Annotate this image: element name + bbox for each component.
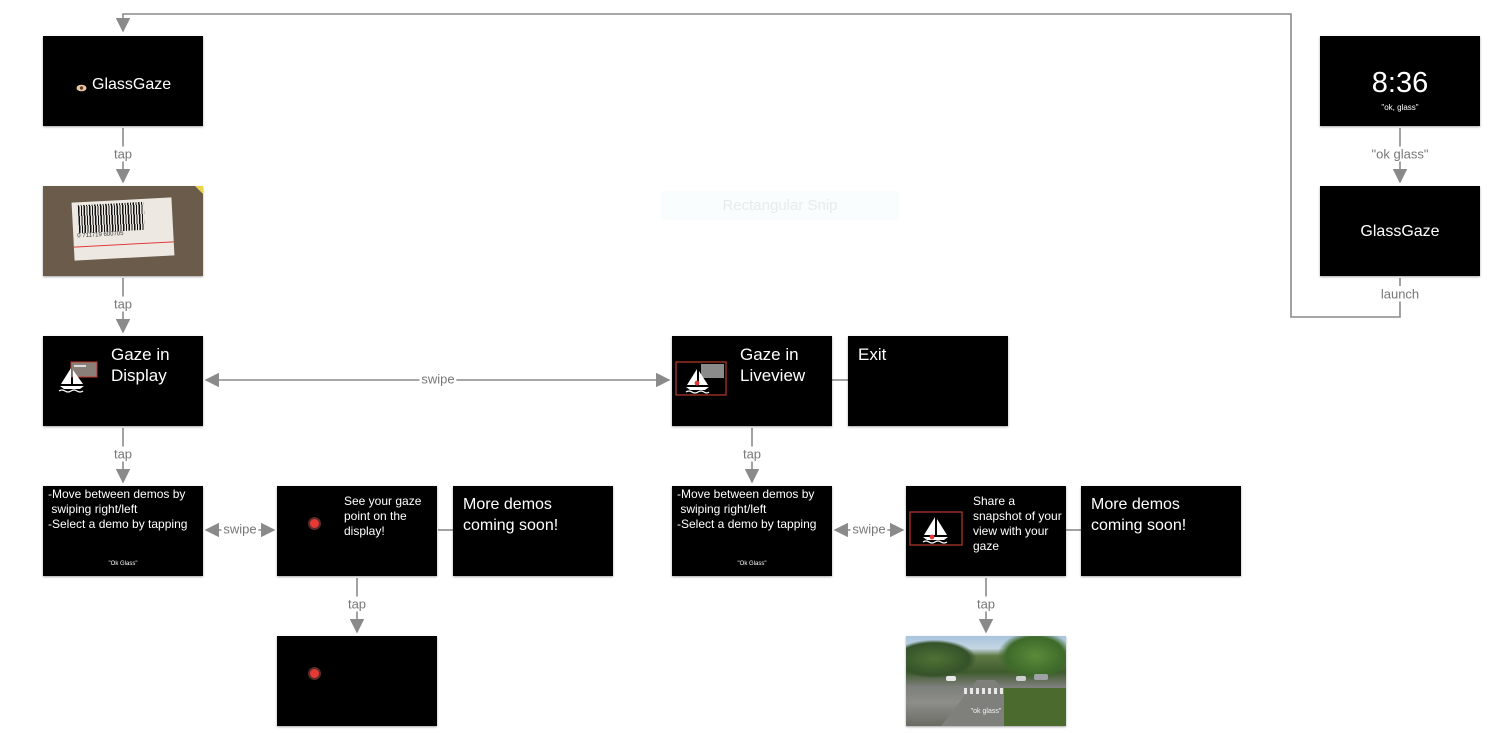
edge-label-tap: tap — [974, 596, 998, 612]
tree-cluster-right — [998, 636, 1066, 680]
instructions-line-1: -Move between demos by — [48, 487, 186, 501]
more-demos-text-right: More demos coming soon! — [1091, 496, 1187, 534]
glassgaze-app-card: GlassGaze — [43, 36, 203, 126]
street-snapshot-card: "ok glass" — [906, 636, 1066, 726]
edge-label-swipe: swipe — [419, 371, 457, 387]
instructions-line-2: swiping right/left — [48, 502, 138, 516]
instructions-line-3: -Select a demo by tapping — [48, 517, 188, 531]
corner-fold — [195, 186, 203, 194]
edge-label-swipe: swipe — [850, 521, 888, 537]
parked-car — [1016, 676, 1026, 681]
launcher-title: GlassGaze — [1360, 223, 1440, 240]
launcher-card[interactable]: GlassGaze — [1320, 186, 1480, 276]
scan-line — [73, 241, 174, 248]
instructions-card-right: -Move between demos by swiping right/lef… — [672, 486, 832, 576]
gaze-in-liveview-card[interactable]: Gaze in Liveview — [672, 336, 832, 426]
see-gaze-text: See your gaze point on the display! — [344, 494, 422, 538]
more-demos-card-right: More demos coming soon! — [1081, 486, 1241, 576]
ok-glass-hint: "Ok Glass" — [737, 561, 767, 567]
app-title: GlassGaze — [92, 76, 172, 93]
exit-card[interactable]: Exit — [848, 336, 1008, 426]
parked-car — [946, 676, 956, 681]
more-demos-text-left: More demos coming soon! — [463, 496, 559, 534]
gaze-in-liveview-title: Gaze in Liveview — [740, 345, 806, 385]
clock-time: 8:36 — [1371, 67, 1429, 99]
gaze-point-display-card — [277, 636, 437, 726]
sailboat-snapshot-icon — [909, 511, 963, 552]
instructions-card-left: -Move between demos by swiping right/lef… — [43, 486, 203, 576]
exit-label: Exit — [858, 345, 887, 364]
instructions-line-2: swiping right/left — [677, 502, 767, 516]
instructions-line-1: -Move between demos by — [677, 487, 815, 501]
barcode-scan-card: 0 711719 600705 — [43, 186, 203, 276]
edge-label-swipe: swipe — [221, 521, 259, 537]
launch-return-connector — [115, 13, 1401, 318]
gaze-in-display-title: Gaze in Display — [111, 345, 170, 385]
rectangular-snip-overlay: Rectangular Snip — [661, 191, 899, 220]
crosswalk — [964, 688, 1008, 694]
sailboat-display-icon — [57, 360, 103, 399]
ok-glass-hint: "Ok Glass" — [108, 561, 138, 567]
tree-cluster-left — [906, 640, 976, 678]
gaze-point-dot — [310, 669, 319, 678]
edge-label-launch: launch — [1378, 286, 1422, 302]
gaze-in-display-card[interactable]: Gaze in Display — [43, 336, 203, 426]
clock-hint: "ok, glass" — [1381, 103, 1419, 112]
edge-label-tap: tap — [111, 446, 135, 462]
edge-label-tap: tap — [345, 596, 369, 612]
parked-car — [1034, 674, 1048, 680]
eye-icon — [76, 79, 87, 97]
hedge — [1004, 688, 1066, 726]
edge-label-tap: tap — [111, 146, 135, 162]
sailboat-liveview-icon — [675, 361, 727, 402]
edge-label-tap: tap — [740, 446, 764, 462]
more-demos-card-left: More demos coming soon! — [453, 486, 613, 576]
gaze-point-dot — [310, 519, 319, 528]
share-snapshot-card[interactable]: Share a snapshot of your view with your … — [906, 486, 1066, 576]
edge-label-tap: tap — [111, 296, 135, 312]
barcode-digits: 0 711719 600705 — [77, 230, 124, 240]
instructions-line-3: -Select a demo by tapping — [677, 517, 817, 531]
clock-card: 8:36 "ok, glass" — [1320, 36, 1480, 126]
barcode-stripes — [77, 201, 146, 234]
edge-label-ok-glass: "ok glass" — [1369, 146, 1431, 162]
barcode-label-paper: 0 711719 600705 — [71, 197, 175, 261]
see-gaze-card[interactable]: See your gaze point on the display! — [277, 486, 437, 576]
photo-caption: "ok glass" — [970, 708, 1002, 715]
share-snapshot-text: Share a snapshot of your view with your … — [973, 494, 1062, 553]
